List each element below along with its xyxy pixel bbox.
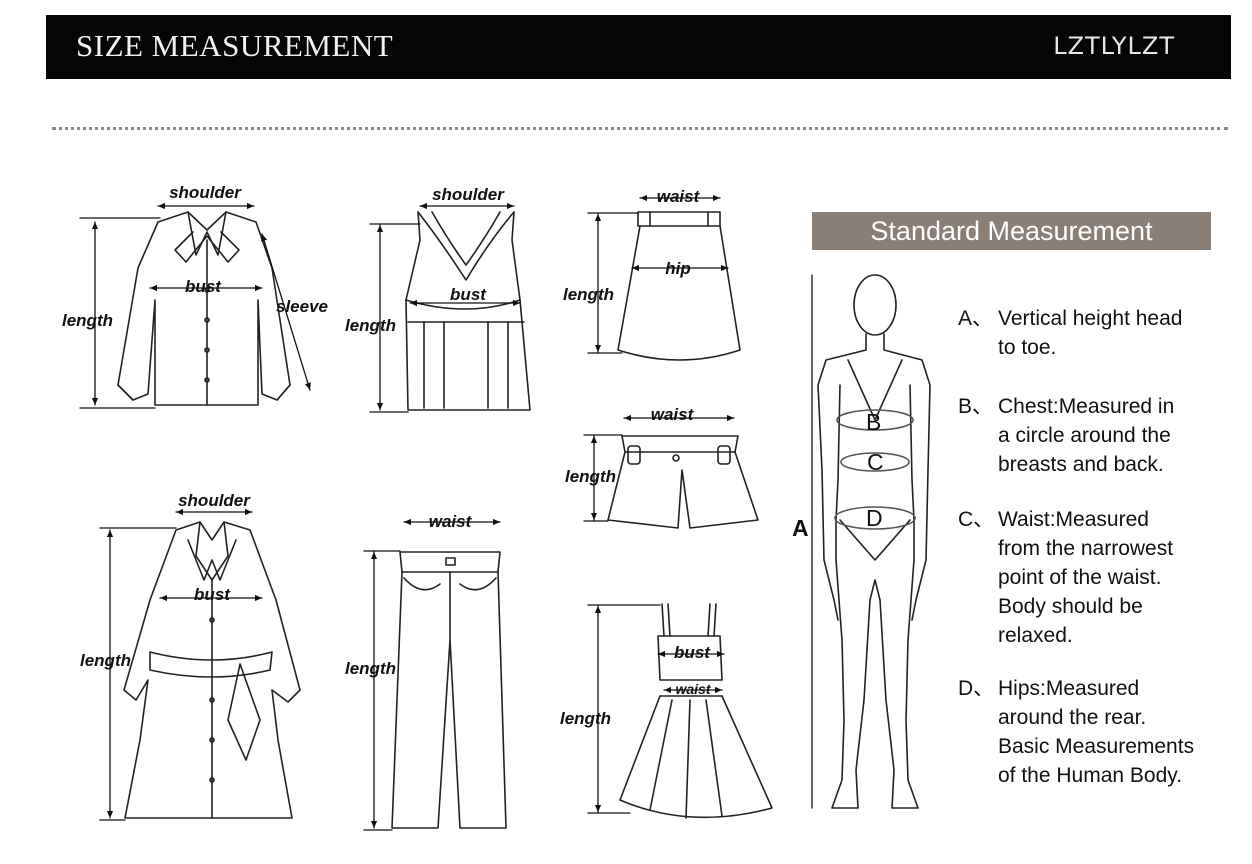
legend-item-a: A、Vertical height head to toe.	[958, 304, 1228, 362]
coat-measure-lines	[99, 508, 263, 821]
page-title: SIZE MEASUREMENT	[76, 28, 394, 63]
legend-line: point of the waist.	[998, 566, 1162, 589]
legend-key: C、	[958, 508, 995, 531]
skirt-waist-label: waist	[657, 187, 701, 206]
legend-line: of the Human Body.	[998, 764, 1183, 787]
legend-line: Hips:Measured	[998, 677, 1140, 700]
dress-length-label: length	[560, 709, 611, 728]
coat-shoulder-label: shoulder	[178, 491, 251, 510]
dotted-divider	[52, 127, 1228, 130]
shirt-length-label: length	[62, 311, 113, 330]
skirt-measure-lines	[587, 194, 729, 354]
legend-line: a circle around the	[998, 424, 1171, 447]
body-label-d: D	[866, 505, 883, 531]
legend-line: Vertical height head	[998, 307, 1183, 330]
shorts-drawing	[607, 435, 759, 529]
pants-measure-lines	[363, 518, 501, 831]
dress-measure-lines	[587, 604, 725, 814]
legend-key: A、	[958, 307, 994, 330]
body-label-b: B	[866, 409, 881, 435]
vest-length-label: length	[345, 316, 396, 335]
legend-line: Body should be	[998, 595, 1143, 618]
shorts-measure-lines	[583, 414, 735, 522]
shorts-waist-label: waist	[651, 405, 695, 424]
legend-item-d: D、Hips:Measured around the rear. Basic Mea…	[958, 674, 1228, 790]
legend-line: Basic Measurements	[998, 735, 1195, 758]
coat-drawing	[123, 521, 301, 819]
legend-line: Chest:Measured in	[998, 395, 1175, 418]
vest-drawing	[405, 211, 531, 411]
brand-name: LZTLYLZT	[1053, 32, 1175, 60]
shirt-sleeve-label: sleeve	[276, 297, 328, 316]
skirt-drawing	[617, 211, 741, 361]
legend-line: breasts and back.	[998, 453, 1164, 476]
dress-bust-label: bust	[674, 643, 711, 662]
legend-key: D、	[958, 677, 995, 700]
vest-bust-label: bust	[450, 285, 487, 304]
legend-item-c: C、Waist:Measured from the narrowest point …	[958, 505, 1228, 650]
legend-line: relaxed.	[998, 624, 1073, 647]
shorts-length-label: length	[565, 467, 616, 486]
legend-item-b: B、Chest:Measured in a circle around the br…	[958, 392, 1228, 479]
coat-bust-label: bust	[194, 585, 231, 604]
legend-line: from the narrowest	[998, 537, 1174, 560]
human-figure	[817, 274, 931, 809]
shirt-bust-label: bust	[185, 277, 222, 296]
pants-drawing	[391, 551, 507, 829]
pants-waist-label: waist	[429, 512, 473, 531]
legend-key: B、	[958, 395, 994, 418]
legend-line: Waist:Measured	[998, 508, 1149, 531]
legend-line: to toe.	[998, 336, 1057, 359]
legend-line: around the rear.	[998, 706, 1147, 729]
standard-measurement-banner: Standard Measurement	[812, 212, 1211, 250]
vest-measure-lines	[369, 202, 521, 413]
vest-shoulder-label: shoulder	[432, 185, 505, 204]
dress-waist-label: waist	[675, 681, 711, 697]
body-label-c: C	[867, 449, 884, 475]
coat-length-label: length	[80, 651, 131, 670]
pants-length-label: length	[345, 659, 396, 678]
dress-drawing	[619, 603, 773, 819]
page-header: SIZE MEASUREMENT LZTLYLZT	[46, 15, 1231, 79]
shirt-shoulder-label: shoulder	[169, 183, 242, 202]
shirt-measure-lines	[79, 202, 311, 409]
body-label-a: A	[792, 515, 809, 541]
skirt-hip-label: hip	[665, 259, 691, 278]
skirt-length-label: length	[563, 285, 614, 304]
